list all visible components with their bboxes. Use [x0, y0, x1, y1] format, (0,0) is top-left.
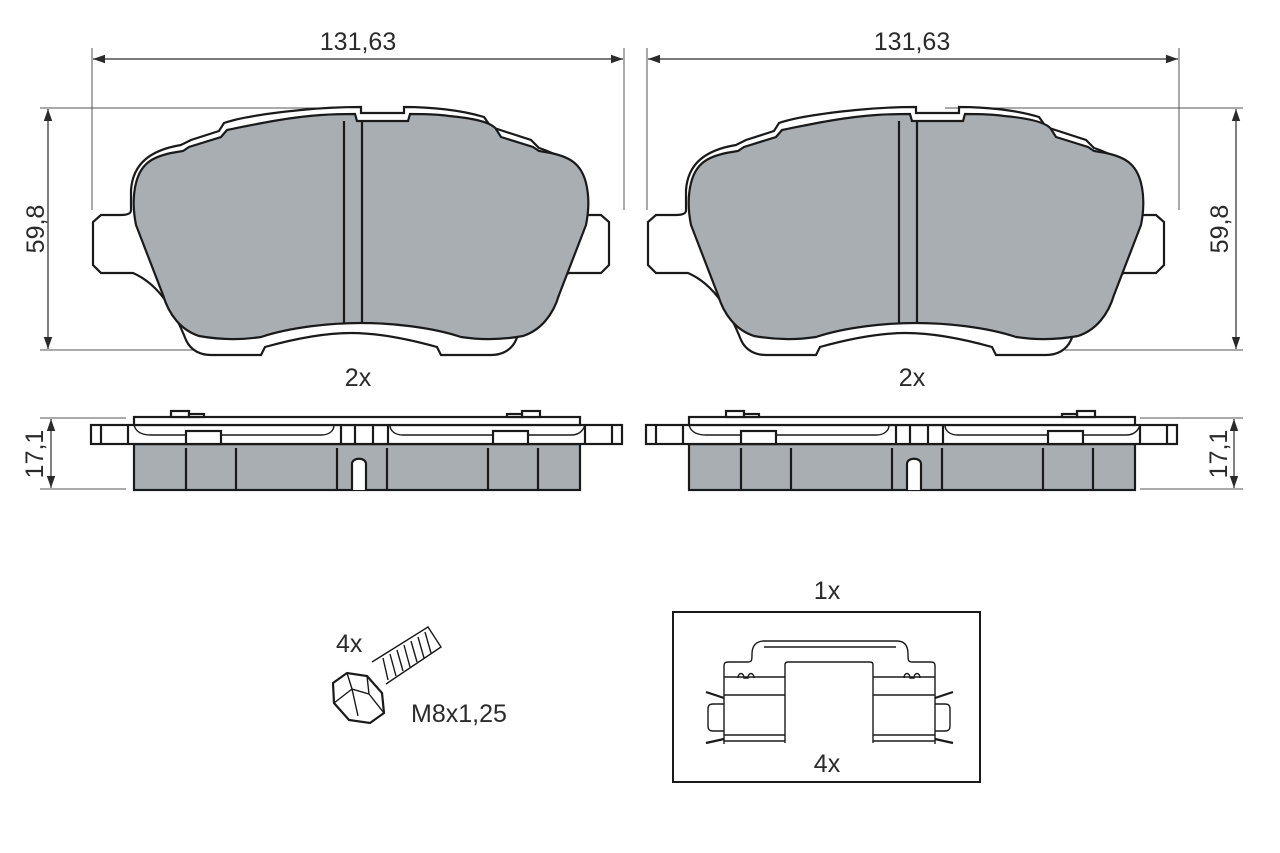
- left-pad-side-view: [40, 409, 624, 492]
- clip-kit-quantity: 1x: [814, 577, 841, 605]
- clip-kit-box: [672, 611, 981, 783]
- right-pad-front-view: [646, 48, 1243, 357]
- right-pad-thickness-dimension: 17,1: [1205, 430, 1233, 479]
- bolt-icon: [331, 626, 442, 725]
- bolt-quantity: 4x: [336, 630, 363, 658]
- left-pad-width-dimension: 131,63: [320, 28, 396, 56]
- left-pad-quantity: 2x: [345, 364, 372, 392]
- right-pad-quantity: 2x: [899, 364, 926, 392]
- left-pad-front-view: [40, 48, 625, 357]
- left-pad-height-dimension: 59,8: [22, 205, 50, 254]
- bolt-thread-spec: M8x1,25: [411, 700, 507, 728]
- right-pad-side-view: [644, 409, 1243, 492]
- right-pad-width-dimension: 131,63: [874, 28, 950, 56]
- right-pad-height-dimension: 59,8: [1206, 205, 1234, 254]
- left-pad-thickness-dimension: 17,1: [21, 430, 49, 479]
- clip-quantity: 4x: [814, 750, 841, 778]
